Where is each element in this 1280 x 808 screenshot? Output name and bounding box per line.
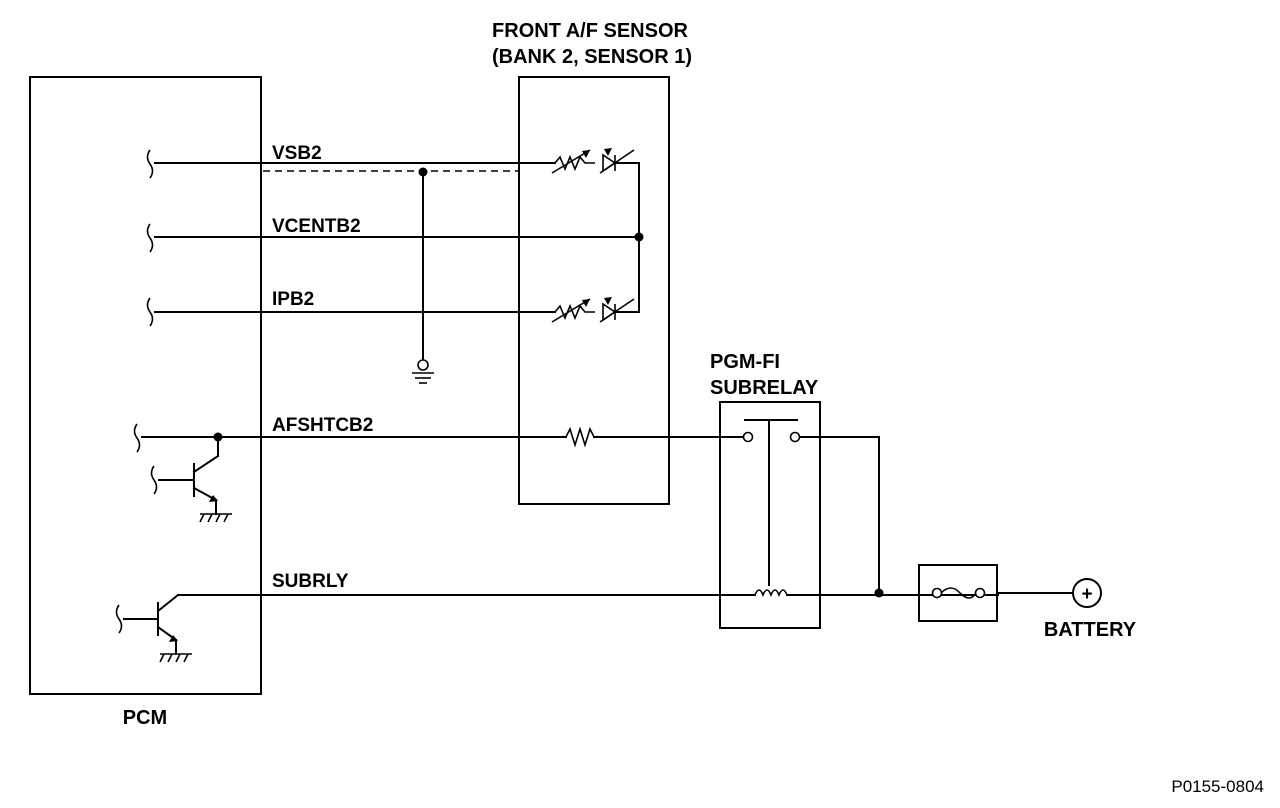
- subrly-label: SUBRLY: [272, 571, 349, 592]
- sensor-box: [518, 76, 670, 505]
- sensor-title-line1: FRONT A/F SENSOR: [492, 20, 688, 42]
- pcm-box: [29, 76, 262, 695]
- relay-title-line2: SUBRELAY: [710, 377, 819, 399]
- wire-vsb2: VSB2: [146, 143, 556, 384]
- battery-icon: +: [997, 578, 1102, 608]
- vsb2-label: VSB2: [272, 143, 322, 164]
- sensor-title-line2: (BANK 2, SENSOR 1): [492, 46, 692, 68]
- ipb2-label: IPB2: [272, 289, 314, 310]
- wire-afshtcb2: AFSHTCB2: [133, 415, 749, 453]
- wire-subrly: SUBRLY: [115, 571, 756, 663]
- heater-transistor: [150, 436, 232, 523]
- sensor-cell-lower: [551, 297, 640, 323]
- vcentb2-label: VCENTB2: [272, 216, 361, 237]
- wire-vcentb2: VCENTB2: [146, 162, 644, 313]
- figure-code: P0155-0804: [1171, 777, 1264, 796]
- relay-box: [719, 401, 821, 629]
- relay-title-line1: PGM-FI: [710, 351, 780, 373]
- afshtcb2-label: AFSHTCB2: [272, 415, 373, 436]
- wire-ipb2: IPB2: [146, 289, 556, 327]
- battery-symbol: +: [1081, 584, 1092, 605]
- battery-label: BATTERY: [1044, 619, 1137, 641]
- fuse-icon: [931, 587, 986, 599]
- pcm-label: PCM: [123, 707, 167, 729]
- relay-contacts-and-coil: [742, 419, 999, 598]
- sensor-cell-upper: [551, 148, 640, 174]
